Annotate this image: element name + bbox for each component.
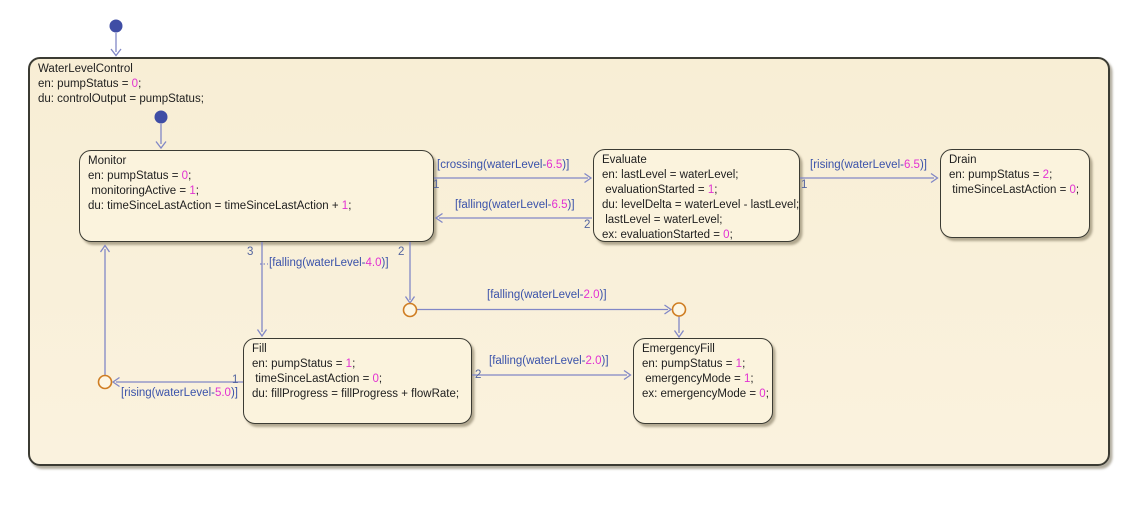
transition-monitor-junction[interactable] bbox=[404, 242, 416, 305]
condition-falling-6-5[interactable]: [falling(waterLevel-6.5)] bbox=[455, 199, 575, 211]
transition-evaluate-drain[interactable] bbox=[800, 172, 939, 184]
order-fill-junction: 1 bbox=[232, 374, 239, 386]
condition-crossing-6-5[interactable]: [crossing(waterLevel-6.5)] bbox=[437, 159, 570, 171]
order-monitor-fill: 3 bbox=[247, 246, 254, 258]
transition-junction-junction[interactable] bbox=[416, 304, 673, 315]
transition-fill-junction[interactable] bbox=[111, 376, 243, 388]
junction-2[interactable] bbox=[671, 302, 687, 317]
default-transition-monitor[interactable] bbox=[155, 124, 167, 150]
junction-1[interactable] bbox=[402, 302, 418, 318]
order-evaluate-monitor: 2 bbox=[584, 219, 591, 231]
order-fill-emergencyfill: 2 bbox=[475, 369, 482, 381]
order-monitor-evaluate: 1 bbox=[433, 179, 440, 191]
condition-falling-2-0-fill[interactable]: [falling(waterLevel-2.0)] bbox=[489, 355, 609, 367]
transition-fill-emergencyfill[interactable] bbox=[472, 369, 632, 381]
junction-3[interactable] bbox=[97, 374, 113, 390]
condition-falling-4-0[interactable]: [falling(waterLevel-4.0)] bbox=[269, 257, 389, 269]
default-dot-monitor[interactable] bbox=[154, 110, 168, 124]
order-monitor-junction: 2 bbox=[398, 246, 405, 258]
transition-junction-monitor[interactable] bbox=[99, 244, 111, 376]
condition-rising-6-5[interactable]: [rising(waterLevel-6.5)] bbox=[810, 159, 927, 171]
default-transition-chart[interactable] bbox=[110, 33, 122, 57]
order-evaluate-drain: 1 bbox=[801, 179, 808, 191]
transition-monitor-fill[interactable] bbox=[256, 242, 269, 338]
default-dot-chart[interactable] bbox=[109, 19, 123, 33]
condition-rising-5-0[interactable]: [rising(waterLevel-5.0)] bbox=[121, 387, 238, 399]
transition-monitor-evaluate[interactable] bbox=[434, 172, 593, 184]
transition-evaluate-monitor[interactable] bbox=[434, 212, 592, 224]
condition-falling-2-0-junction[interactable]: [falling(waterLevel-2.0)] bbox=[487, 289, 607, 301]
transition-junction-emergencyfill[interactable] bbox=[673, 316, 685, 339]
